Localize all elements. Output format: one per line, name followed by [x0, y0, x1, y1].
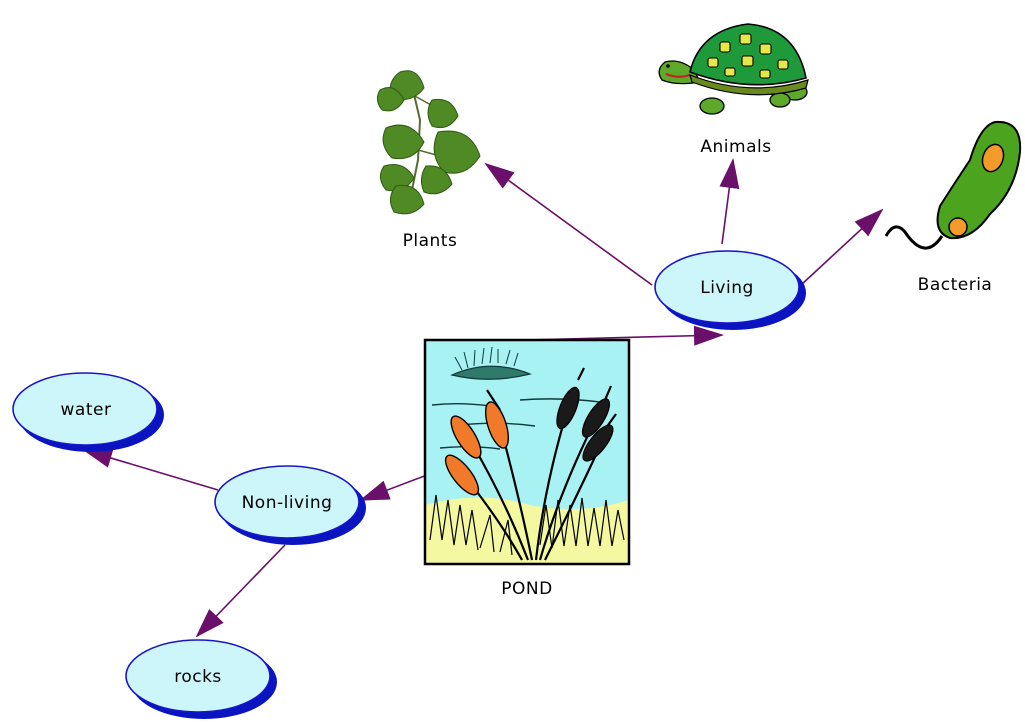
- arrow-pond-to-nonliving: [361, 475, 427, 500]
- node-rocks-label: rocks: [174, 667, 222, 687]
- plants-label: Plants: [403, 231, 458, 251]
- animals-label: Animals: [700, 137, 771, 157]
- node-living-label: Living: [700, 278, 754, 298]
- node-non-living-label: Non-living: [242, 493, 333, 513]
- node-living[interactable]: Living: [655, 251, 806, 330]
- node-water-label: water: [61, 400, 112, 420]
- pond-label: POND: [501, 579, 552, 599]
- bacteria-label: Bacteria: [918, 275, 993, 295]
- node-water[interactable]: water: [13, 373, 164, 452]
- bacteria-icon: [886, 122, 1020, 248]
- plants-image: [377, 71, 480, 214]
- node-rocks[interactable]: rocks: [126, 640, 277, 719]
- arrow-nonliving-to-water: [84, 450, 218, 490]
- arrow-living-to-animals: [722, 160, 733, 244]
- animals-turtle-icon: [659, 24, 808, 114]
- arrow-living-to-bacteria: [801, 210, 882, 285]
- node-non-living[interactable]: Non-living: [215, 466, 366, 545]
- pond-picture: [425, 340, 629, 564]
- arrow-nonliving-to-rocks: [197, 545, 285, 636]
- arrow-living-to-plants: [486, 164, 652, 285]
